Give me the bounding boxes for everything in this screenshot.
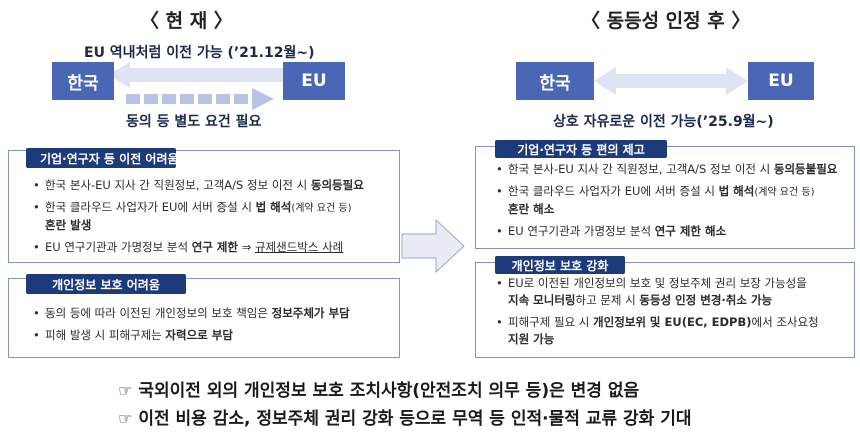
list-item: 한국 클라우드 사업자가 EU에 서버 증설 시 법 해석(계약 요건 등)혼란… bbox=[494, 183, 837, 218]
right-korea-node: 한국 bbox=[516, 62, 594, 100]
right-bidirectional-arrow bbox=[594, 67, 748, 95]
pointing-hand-icon: ☞ bbox=[118, 381, 133, 400]
list-item: 피해 발생 시 피해구제는 자력으로 부담 bbox=[31, 327, 350, 344]
left-box1: 한국 본사-EU 지사 간 직원정보, 고객A/S 정보 이전 시 동의등필요 … bbox=[8, 150, 400, 263]
list-item: 한국 본사-EU 지사 간 직원정보, 고객A/S 정보 이전 시 동의등불필요 bbox=[494, 161, 837, 178]
right-box2-title: 개인정보 보호 강화 bbox=[495, 256, 625, 274]
pointing-hand-icon: ☞ bbox=[118, 409, 133, 428]
list-item: 한국 클라우드 사업자가 EU에 서버 증설 시 법 해석(계약 요건 등)혼란… bbox=[31, 199, 364, 234]
left-eu-node: EU bbox=[283, 62, 345, 100]
left-korea-node: 한국 bbox=[52, 62, 114, 100]
right-free-transfer-label: 상호 자유로운 이전 가능(’25.9월~) bbox=[553, 114, 774, 130]
left-consent-label: 동의 등 별도 요건 필요 bbox=[126, 114, 262, 130]
transition-arrow bbox=[401, 218, 465, 274]
left-transfer-arrow bbox=[108, 62, 288, 88]
right-box1-title: 기업·연구자 등 편의 제고 bbox=[495, 140, 667, 158]
list-item: 피해구제 필요 시 개인정보위 및 EU(EC, EDPB)에서 조사요청지원 … bbox=[494, 314, 819, 348]
list-item: 동의 등에 따라 이전된 개인정보의 보호 책임은 정보주체가 부담 bbox=[31, 305, 350, 322]
left-box2-title: 개인정보 보호 어려움 bbox=[26, 274, 186, 294]
right-heading: 〈 동등성 인정 후 〉 bbox=[581, 10, 751, 32]
list-item: EU 연구기관과 가명정보 분석 연구 제한 해소 bbox=[494, 223, 837, 240]
left-transfer-label: EU 역내처럼 이전 가능 (’21.12월~) bbox=[84, 45, 315, 61]
left-heading: 〈 현 재 〉 bbox=[140, 10, 233, 32]
right-eu-node: EU bbox=[748, 62, 814, 100]
footer-line-1: ☞국외이전 외의 개인정보 보호 조치사항(안전조치 의무 등)은 변경 없음 bbox=[118, 381, 640, 401]
footer-line-2: ☞이전 비용 감소, 정보주체 권리 강화 등으로 무역 등 인적·물적 교류 … bbox=[118, 409, 692, 429]
left-consent-dotted-arrow bbox=[126, 88, 274, 110]
right-box1: 한국 본사-EU 지사 간 직원정보, 고객A/S 정보 이전 시 동의등불필요… bbox=[475, 146, 855, 249]
left-box1-title: 기업·연구자 등 이전 어려움 bbox=[26, 148, 179, 168]
list-item: EU 연구기관과 가명정보 분석 연구 제한 ⇒ 규제샌드박스 사례 bbox=[31, 239, 364, 256]
list-item: 한국 본사-EU 지사 간 직원정보, 고객A/S 정보 이전 시 동의등필요 bbox=[31, 177, 364, 194]
